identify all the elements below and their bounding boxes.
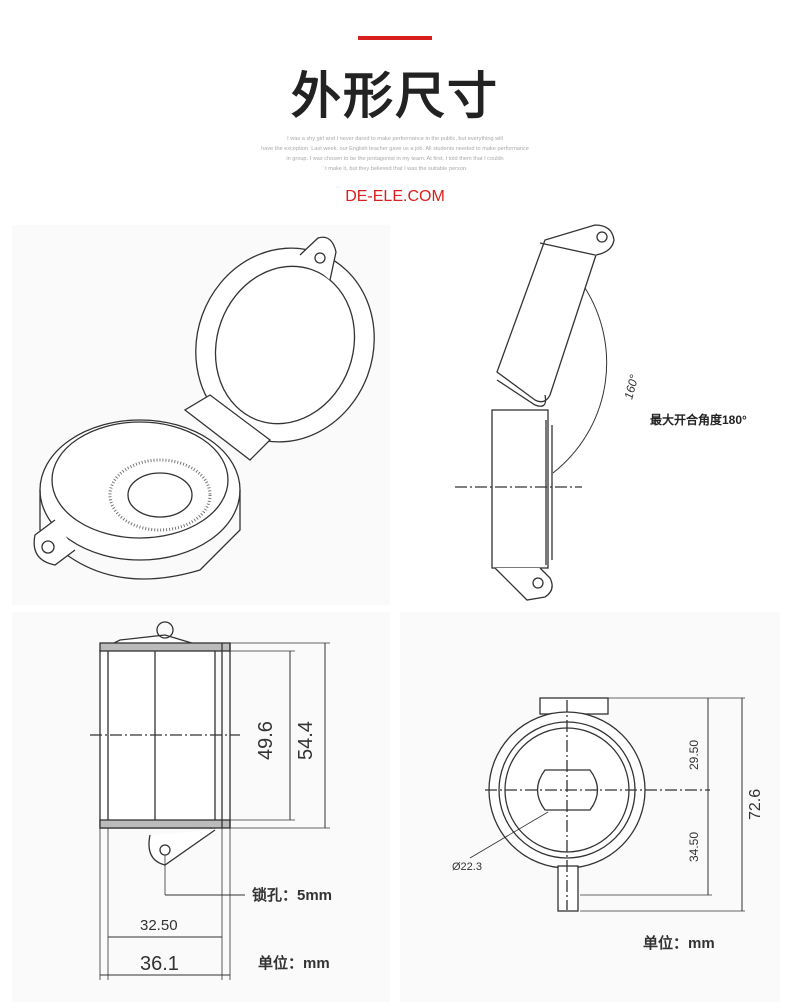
top-view-drawing: 29.50 34.50 72.6 Ø22.3 单位：mm bbox=[452, 697, 764, 952]
side-view-panel bbox=[400, 225, 780, 605]
front-unit-label: 单位：mm bbox=[258, 954, 330, 972]
page-title: 外形尺寸 bbox=[291, 67, 499, 125]
intro-line: ' t make it, but they believed that I wa… bbox=[322, 166, 468, 172]
outer-height-label: 54.4 bbox=[295, 721, 317, 760]
top-unit-label: 单位：mm bbox=[643, 934, 715, 952]
intro-line: have the exception. Last week, our Engli… bbox=[261, 146, 529, 152]
product-render bbox=[33, 236, 375, 580]
website-label: DE-ELE.COM bbox=[345, 188, 445, 205]
lock-hole-label: 锁孔：5mm bbox=[252, 886, 332, 904]
intro-paragraph: I was a shy girl and I never dared to ma… bbox=[220, 134, 570, 174]
title-accent-bar bbox=[358, 36, 432, 40]
diameter-label: Ø22.3 bbox=[452, 861, 482, 873]
total-dim-label: 72.6 bbox=[747, 789, 764, 820]
intro-line: in group. I was chosen to be the protago… bbox=[286, 156, 504, 162]
outer-width-label: 36.1 bbox=[140, 953, 179, 975]
side-view-drawing: 160° 最大开合角度180° bbox=[455, 224, 747, 601]
angle-160-label: 160° bbox=[621, 373, 641, 401]
upper-dim-label: 29.50 bbox=[687, 740, 701, 770]
front-view-drawing: 49.6 54.4 锁孔：5mm 32.50 36.1 单位：mm bbox=[90, 621, 332, 980]
inner-height-label: 49.6 bbox=[255, 721, 277, 760]
max-angle-label: 最大开合角度180° bbox=[650, 412, 747, 427]
inner-width-label: 32.50 bbox=[140, 917, 178, 934]
intro-line: I was a shy girl and I never dared to ma… bbox=[287, 136, 503, 142]
lower-dim-label: 34.50 bbox=[687, 832, 701, 862]
